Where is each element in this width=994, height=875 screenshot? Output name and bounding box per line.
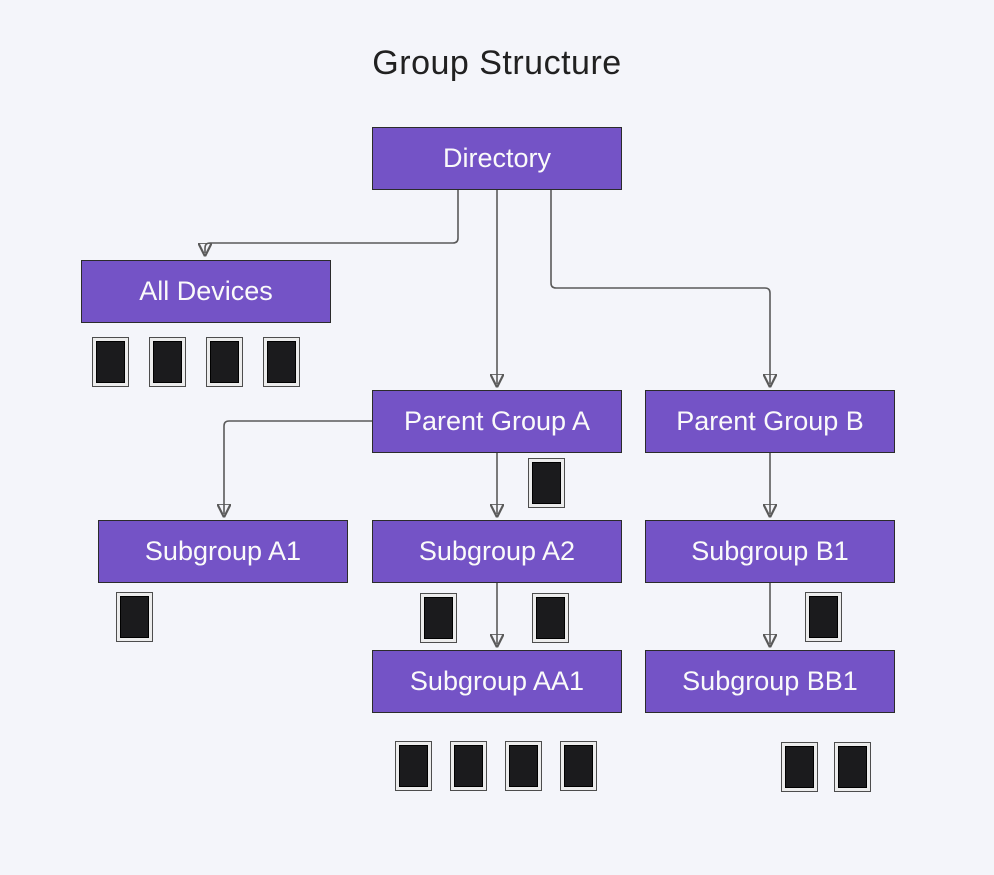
device-screen	[399, 745, 428, 787]
device-screen	[564, 745, 593, 787]
device-group-subgroup-aa1	[395, 741, 597, 791]
node-parent-group-b-label: Parent Group B	[676, 406, 864, 436]
device-screen	[267, 341, 296, 383]
node-directory-label: Directory	[442, 143, 551, 173]
node-subgroup-a2-label: Subgroup A2	[418, 536, 576, 566]
device-screen	[785, 746, 814, 788]
device-screen	[454, 745, 483, 787]
diagram-title: Group Structure	[372, 44, 622, 82]
tablet-device-icon	[92, 337, 129, 387]
node-parent-group-a-label: Parent Group A	[403, 406, 591, 436]
device-screen	[210, 341, 239, 383]
device-screen	[120, 596, 149, 638]
tablet-device-icon	[781, 742, 818, 792]
device-screen	[424, 597, 453, 639]
tablet-device-icon	[149, 337, 186, 387]
tablet-device-icon	[505, 741, 542, 791]
device-screen	[809, 596, 838, 638]
tablet-device-icon	[834, 742, 871, 792]
tablet-device-icon	[263, 337, 300, 387]
device-group-parent-group-a	[528, 458, 565, 508]
tablet-device-icon	[450, 741, 487, 791]
device-screen	[96, 341, 125, 383]
node-subgroup-b1-label: Subgroup B1	[691, 536, 849, 566]
device-screen	[153, 341, 182, 383]
node-subgroup-aa1-label: Subgroup AA1	[409, 666, 585, 696]
node-subgroup-bb1-label: Subgroup BB1	[682, 666, 858, 696]
tablet-device-icon	[206, 337, 243, 387]
node-all-devices: All Devices	[81, 260, 331, 323]
node-parent-group-a: Parent Group A	[372, 390, 622, 453]
device-screen	[532, 462, 561, 504]
node-subgroup-b1: Subgroup B1	[645, 520, 895, 583]
node-subgroup-a1-label: Subgroup A1	[144, 536, 302, 566]
tablet-device-icon	[532, 593, 569, 643]
tablet-device-icon	[528, 458, 565, 508]
tablet-device-icon	[560, 741, 597, 791]
edge-parent-group-a-to-subgroup-a1	[224, 420, 372, 514]
tablet-device-icon	[805, 592, 842, 642]
device-group-subgroup-a2	[420, 593, 569, 643]
device-group-subgroup-bb1	[781, 742, 871, 792]
tablet-device-icon	[116, 592, 153, 642]
edge-directory-to-parent-group-b	[550, 190, 770, 384]
node-subgroup-bb1: Subgroup BB1	[645, 650, 895, 713]
device-group-subgroup-a1	[116, 592, 153, 642]
node-parent-group-b: Parent Group B	[645, 390, 895, 453]
device-screen	[536, 597, 565, 639]
edge-directory-to-all-devices	[205, 190, 459, 253]
tablet-device-icon	[420, 593, 457, 643]
device-group-all-devices	[92, 337, 300, 387]
node-subgroup-a1: Subgroup A1	[98, 520, 348, 583]
node-subgroup-aa1: Subgroup AA1	[372, 650, 622, 713]
node-directory: Directory	[372, 127, 622, 190]
node-subgroup-a2: Subgroup A2	[372, 520, 622, 583]
node-all-devices-label: All Devices	[139, 276, 273, 306]
device-screen	[509, 745, 538, 787]
device-group-subgroup-b1	[805, 592, 842, 642]
device-screen	[838, 746, 867, 788]
tablet-device-icon	[395, 741, 432, 791]
